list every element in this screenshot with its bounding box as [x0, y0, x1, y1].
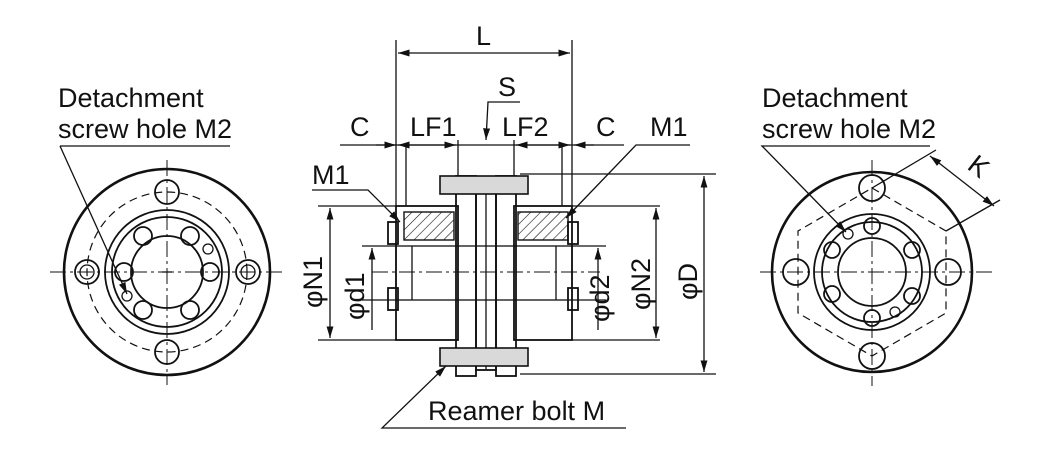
side-section-view: L S C LF1 LF2 C M1 M1 φN1 φd1: [298, 21, 716, 429]
reamer-bolt-bottom: [439, 347, 529, 367]
right-end-view: K Detachment screw hole M2: [760, 83, 1001, 386]
dim-phiN1-label: φN1: [298, 256, 328, 308]
dim-M1-left-label: M1: [312, 160, 350, 190]
right-flange: [495, 175, 517, 377]
dim-L-label: L: [476, 21, 491, 51]
reamer-bolt-top: [439, 175, 529, 195]
dim-phiD-label: φD: [673, 263, 703, 300]
left-detachment-label-line2: screw hole M2: [58, 114, 232, 144]
dim-phiN2-label: φN2: [626, 258, 656, 310]
dim-LF1-label: LF1: [410, 112, 457, 142]
dim-C-left-label: C: [350, 112, 370, 142]
left-flange: [455, 175, 477, 377]
dim-K-label: K: [962, 149, 995, 184]
dim-C-right-label: C: [596, 112, 616, 142]
left-end-view: Detachment screw hole M2: [50, 83, 286, 385]
left-detachment-label-line1: Detachment: [58, 83, 204, 113]
dim-M1-right-label: M1: [650, 112, 688, 142]
right-detachment-label-line1: Detachment: [762, 83, 908, 113]
dim-S-label: S: [498, 72, 516, 102]
right-detachment-label-line2: screw hole M2: [762, 114, 936, 144]
reamer-bolt-label: Reamer bolt M: [428, 396, 605, 426]
dim-phid1-label: φd1: [340, 272, 370, 320]
dim-phid2-label: φd2: [585, 274, 615, 322]
dim-LF2-label: LF2: [502, 112, 549, 142]
